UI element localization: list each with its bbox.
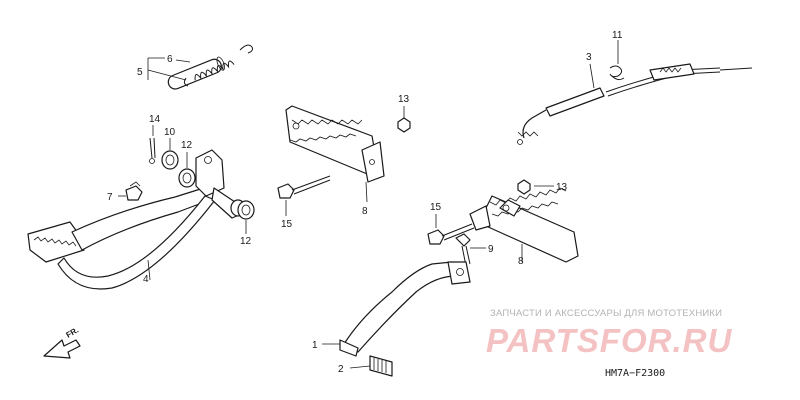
callout-14: 14 — [149, 114, 161, 125]
brake-pedal-spring — [167, 44, 253, 90]
footpeg-lower — [469, 187, 579, 263]
callout-8-upper: 8 — [362, 206, 368, 217]
front-direction-arrow — [43, 339, 81, 359]
callout-15-upper: 15 — [281, 219, 293, 230]
callout-5: 5 — [137, 67, 143, 78]
callout-3: 3 — [586, 52, 592, 63]
dust-seal-lower — [237, 200, 255, 220]
watermark-subtitle: ЗАПЧАСТИ И АКСЕССУАРЫ ДЛЯ МОТОТЕХНИКИ — [490, 308, 722, 319]
callout-9: 9 — [488, 244, 494, 255]
callout-10: 10 — [164, 127, 176, 138]
grease-nipple — [125, 181, 143, 201]
callout-12-upper: 12 — [181, 140, 193, 151]
lever-rubber — [369, 355, 393, 377]
direction-label: FR. — [65, 325, 81, 339]
nut-upper — [397, 117, 411, 133]
callout-2: 2 — [338, 364, 344, 375]
callout-11: 11 — [612, 30, 623, 41]
callout-1: 1 — [312, 340, 318, 351]
diagram-code: HM7A−F2300 — [605, 368, 665, 379]
spring-coils — [194, 60, 235, 81]
clip-11 — [609, 65, 625, 81]
washer-10 — [161, 150, 179, 170]
callout-8-lower: 8 — [518, 256, 524, 267]
brake-pedal — [27, 149, 247, 290]
callout-13-upper: 13 — [398, 94, 410, 105]
brake-cable — [517, 63, 753, 145]
callout-15-lower: 15 — [430, 202, 442, 213]
leader-5 — [147, 69, 187, 81]
cotter-pin — [149, 137, 156, 164]
callout-13-lower: 13 — [556, 182, 568, 193]
footpeg-upper — [285, 105, 385, 183]
callout-12-lower: 12 — [240, 236, 252, 247]
bolt-upper — [277, 175, 331, 199]
watermark-logo: PARTSFOR.RU — [486, 322, 732, 359]
callout-6: 6 — [167, 54, 173, 65]
bolt-9 — [455, 233, 471, 267]
bolt-lower — [427, 223, 475, 245]
shift-lever — [339, 261, 471, 357]
nut-lower — [517, 179, 531, 195]
callout-4: 4 — [143, 274, 149, 285]
callout-7: 7 — [107, 192, 113, 203]
dust-seal-upper — [178, 168, 196, 188]
